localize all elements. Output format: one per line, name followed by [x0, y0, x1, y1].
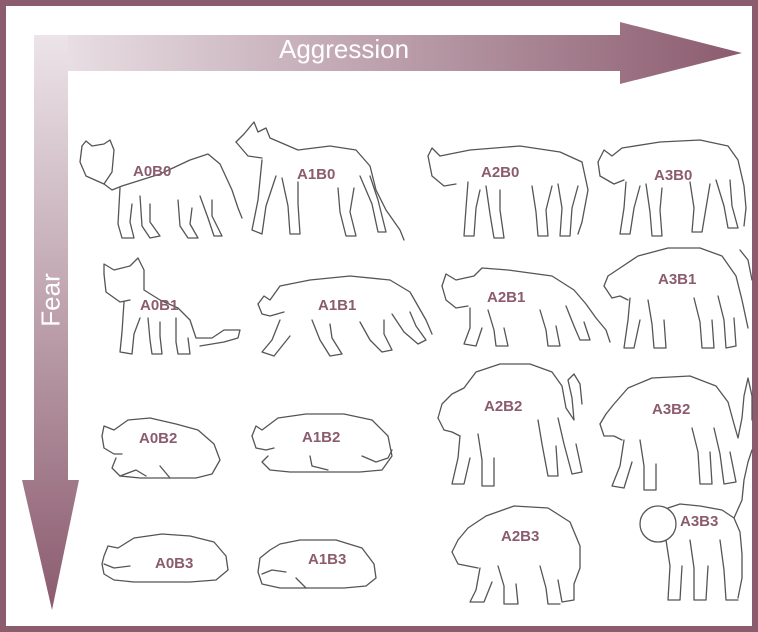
fear-axis-label: Fear [36, 273, 67, 326]
cat-label-a0b1: A0B1 [140, 297, 178, 314]
cat-a2b2-icon [438, 364, 582, 486]
cat-a1b1-icon [258, 276, 432, 356]
cat-label-a2b3: A2B3 [501, 528, 539, 545]
cat-a3b2-icon [600, 376, 752, 490]
cat-a2b3-icon [452, 506, 580, 604]
cat-a2b1-icon [442, 268, 610, 346]
cat-label-a1b0: A1B0 [297, 166, 335, 183]
cat-label-a0b0: A0B0 [133, 163, 171, 180]
cat-label-a2b2: A2B2 [484, 398, 522, 415]
cat-a0b0-icon [80, 140, 242, 238]
cat-label-a1b2: A1B2 [302, 429, 340, 446]
cat-label-a3b3: A3B3 [680, 513, 718, 530]
cat-a3b1-icon [604, 248, 752, 348]
cat-a2b0-icon [428, 146, 588, 238]
cat-label-a0b3: A0B3 [155, 555, 193, 572]
aggression-axis-label: Aggression [279, 34, 409, 65]
cat-label-a3b0: A3B0 [654, 167, 692, 184]
cat-a0b2-icon [102, 418, 220, 478]
cat-label-a0b2: A0B2 [139, 430, 177, 447]
cat-label-a3b2: A3B2 [652, 401, 690, 418]
cat-label-a1b1: A1B1 [318, 297, 356, 314]
cat-label-a2b1: A2B1 [487, 289, 525, 306]
cat-a3b0-icon [598, 140, 746, 236]
cat-label-a3b1: A3B1 [658, 271, 696, 288]
cat-label-a2b0: A2B0 [481, 164, 519, 181]
cat-label-a1b3: A1B3 [308, 551, 346, 568]
